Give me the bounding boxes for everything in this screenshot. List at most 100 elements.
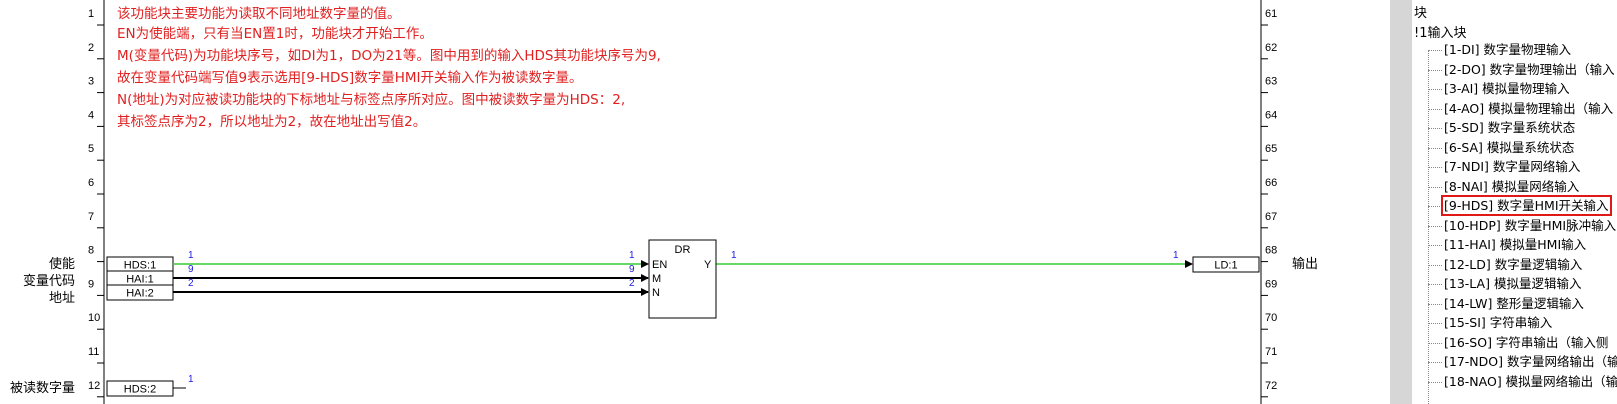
block-name: DR [675,244,691,256]
arrow-ld [1185,260,1193,268]
description-notes: 该功能块主要功能为读取不同地址数字量的值。 EN为使能端，只有当EN置1时，功能… [117,6,661,130]
tree-item[interactable]: [7-NDI] 数字量网络输入 [1428,157,1580,177]
left-row-number: 9 [88,278,94,290]
tree-item[interactable]: [10-HDP] 数字量HMI脉冲输入 [1428,216,1616,236]
pin-m: M [652,273,661,285]
label-enable: 使能 [49,256,75,272]
label-address: 地址 [49,291,75,306]
wire-value-hds2: 1 [188,374,194,385]
wire-value-m-src: 9 [188,264,194,275]
input-hai2-label: HAI:2 [126,288,154,300]
pin-n: N [652,287,660,299]
tree-item[interactable]: [13-LA] 模拟量逻辑输入 [1428,274,1581,294]
tree-item-label: [2-DO] 数字量物理输出（输入 [1444,61,1615,77]
block-tree-panel[interactable]: 块 !1输入块 [1-DI] 数字量物理输入[2-DO] 数字量物理输出（输入 [… [1412,0,1617,404]
right-row-number: 70 [1265,312,1277,324]
tree-item[interactable]: [3-AI] 模拟量物理输入 [1428,79,1570,99]
tree-item[interactable]: [16-SO] 字符串输出（输入侧 [1428,333,1608,353]
tree-item-label: [17-NDO] 数字量网络输出（输 [1444,354,1617,369]
pin-en: EN [652,259,667,271]
left-row-number: 11 [88,346,99,358]
tree-item[interactable]: [9-HDS] 数字量HMI开关输入 [1428,195,1612,216]
tree-branch-connector [1428,342,1442,344]
tree-branch-connector [1428,245,1442,246]
tree-header: 块 [1414,6,1428,21]
tree-branch-connector [1428,323,1442,324]
tree-item[interactable]: [12-LD] 数字量逻辑输入 [1428,255,1582,275]
left-row-number: 4 [88,109,94,121]
note-line-2: EN为使能端，只有当EN置1时，功能块才开始工作。 [117,25,433,42]
note-line-5: N(地址)为对应被读功能块的下标地址与标签点序所对应。图中被读数字量为HDS：2… [117,91,625,108]
input-hds2-label: HDS:2 [124,384,156,396]
wire-value-en-dst: 1 [629,250,635,261]
right-row-number: 69 [1265,278,1277,290]
tree-branch-connector [1428,264,1442,266]
tree-branch-connector [1428,108,1442,110]
arrow-en [641,260,649,268]
input-hai1[interactable]: HAI:1 [106,270,174,287]
input-hai2[interactable]: HAI:2 [106,284,174,301]
input-hds1[interactable]: HDS:1 [106,256,174,273]
dr-function-block[interactable]: DR EN M N Y [648,239,717,319]
right-row-number: 63 [1265,76,1277,88]
tree-item[interactable]: [2-DO] 数字量物理输出（输入 [1428,60,1615,80]
tree-item[interactable]: [8-NAI] 模拟量网络输入 [1428,177,1579,197]
tree-item[interactable]: [17-NDO] 数字量网络输出（输 [1428,352,1617,372]
input-hds2[interactable]: HDS:2 [106,380,174,397]
vertical-scrollbar[interactable] [1390,0,1412,404]
right-row-number: 65 [1265,143,1277,155]
right-row-number: 62 [1265,42,1277,54]
left-row-number: 2 [88,42,94,54]
wire-value-n-src: 2 [188,278,194,289]
tree-root-input-blocks[interactable]: !1输入块 [1414,26,1467,41]
tree-branch-connector [1428,362,1442,363]
tree-branch-connector [1428,89,1442,90]
tree-item[interactable]: [4-AO] 模拟量物理输出（输入 [1428,99,1613,119]
note-line-1: 该功能块主要功能为读取不同地址数字量的值。 [117,6,401,22]
left-row-number: 10 [88,312,100,324]
right-row-number: 61 [1265,8,1277,20]
tree-item[interactable]: [18-NAO] 模拟量网络输出（输 [1428,372,1617,392]
right-row-number: 68 [1265,245,1277,257]
tree-item-label: [3-AI] 模拟量物理输入 [1444,81,1570,96]
tree-connector-line [1428,50,1429,404]
wire-value-m-dst: 9 [629,264,635,275]
tree-item[interactable]: [15-SI] 字符串输入 [1428,313,1552,333]
tree-item[interactable]: [11-HAI] 模拟量HMI输入 [1428,235,1586,255]
pin-y: Y [704,259,712,271]
left-row-number: 1 [88,8,94,20]
left-row-number: 12 [88,380,100,392]
output-ld1[interactable]: LD:1 [1192,256,1260,273]
right-row-number: 66 [1265,177,1277,189]
wire-value-en-src: 1 [188,250,194,261]
right-row-number: 67 [1265,211,1277,223]
tree-item[interactable]: [5-SD] 数字量系统状态 [1428,118,1575,138]
tree-item-label: [9-HDS] 数字量HMI开关输入 [1441,195,1612,216]
left-row-number: 6 [88,177,94,189]
tree-branch-connector [1428,284,1442,285]
tree-branch-connector [1428,128,1442,129]
note-line-4: 故在变量代码端写值9表示选用[9-HDS]数字量HMI开关输入作为被读数字量。 [117,70,582,86]
arrow-n [641,288,649,296]
left-row-number: 7 [88,211,94,223]
tree-item-label: [8-NAI] 模拟量网络输入 [1444,178,1580,194]
tree-branch-connector [1428,225,1442,227]
tree-item[interactable]: [6-SA] 模拟量系统状态 [1428,138,1574,158]
tree-item-label: [10-HDP] 数字量HMI脉冲输入 [1444,217,1617,233]
note-line-3: M(变量代码)为功能块序号，如DI为1，DO为21等。图中用到的输入HDS其功能… [117,47,661,64]
tree-branch-connector [1428,206,1442,207]
right-row-number: 72 [1265,380,1277,392]
tree-item-label: [4-AO] 模拟量物理输出（输入 [1444,100,1614,116]
output-ld1-label: LD:1 [1214,260,1237,272]
tree-branch-connector [1428,381,1442,383]
tree-item[interactable]: [14-LW] 整形量逻辑输入 [1428,294,1584,314]
tree-item-label: [13-LA] 模拟量逻辑输入 [1444,276,1582,291]
tree-branch-connector [1428,69,1442,71]
tree-item-label: [12-LD] 数字量逻辑输入 [1444,256,1583,272]
note-line-6: 其标签点序为2，所以地址为2，故在地址出写值2。 [117,113,426,130]
tree-item[interactable]: [1-DI] 数字量物理输入 [1428,40,1571,60]
wire-value-ld-in: 1 [1173,250,1179,261]
